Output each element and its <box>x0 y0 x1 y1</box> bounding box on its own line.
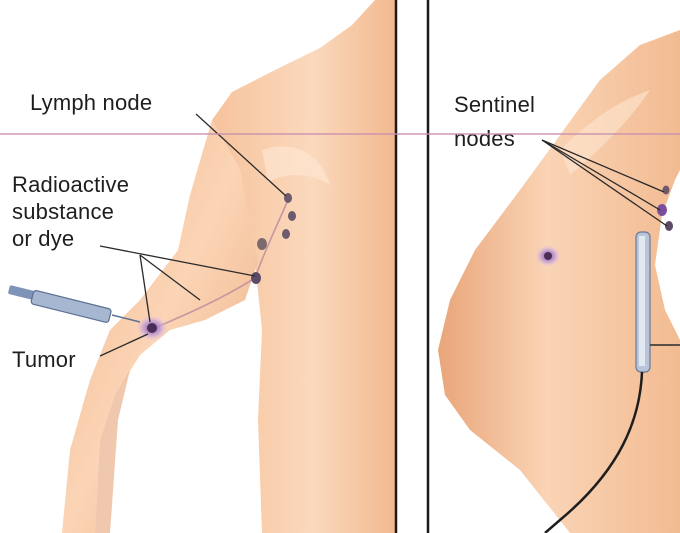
syringe-icon <box>8 285 140 323</box>
left-panel: Lymph node Radioactive substance or dye … <box>8 0 395 533</box>
label-lymph-node: Lymph node <box>30 90 152 115</box>
label-radioactive-line2: substance <box>12 199 114 224</box>
label-radioactive-line3: or dye <box>12 226 74 251</box>
injection-site <box>535 245 561 267</box>
label-sentinel-line2: nodes <box>454 126 515 151</box>
label-radioactive-line1: Radioactive <box>12 172 129 197</box>
label-tumor: Tumor <box>12 347 76 372</box>
label-sentinel-line1: Sentinel <box>454 92 535 117</box>
right-panel: Sentinel nodes <box>438 30 680 533</box>
